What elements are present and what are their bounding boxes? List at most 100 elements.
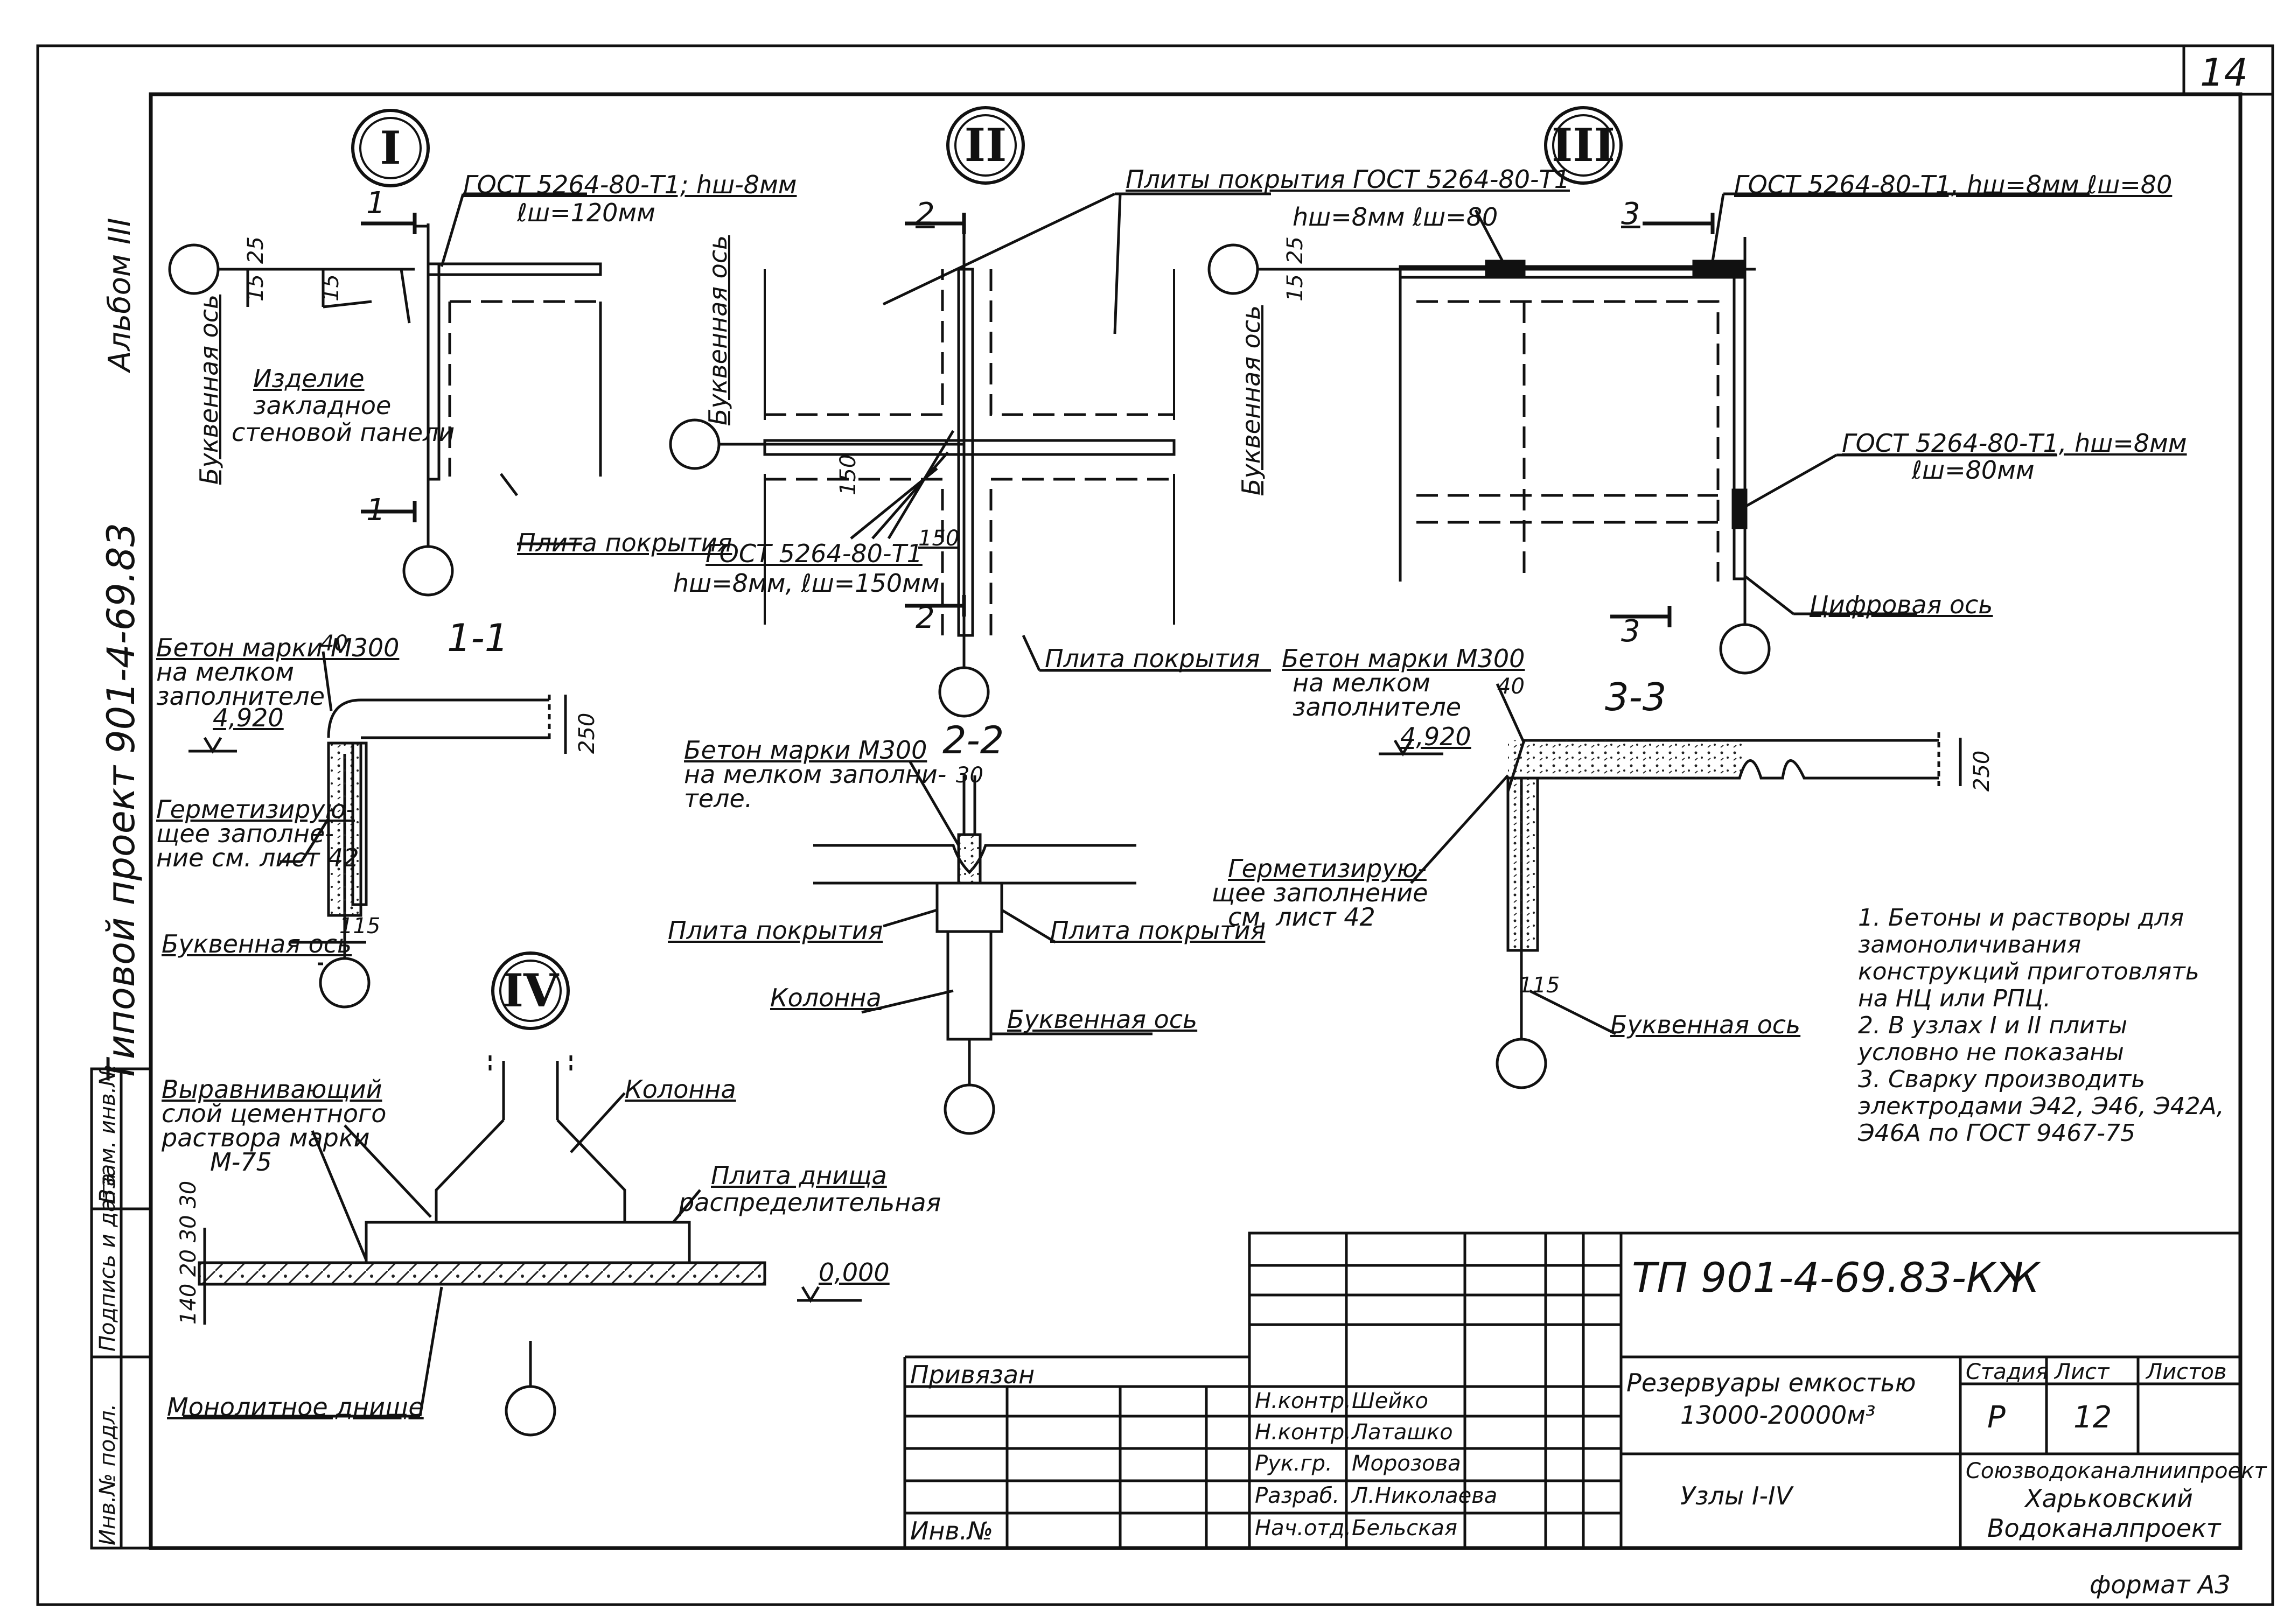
s1-germet-1: Герметизирую-: [156, 795, 355, 824]
n3-hsh-80: hш=8мм ℓш=80: [1293, 202, 1498, 232]
node-4-marker: IV: [502, 964, 559, 1017]
s2-beton: Бетон марки М300: [684, 736, 927, 765]
n2-plity-gost: Плиты покрытия ГОСТ 5264-80-Т1: [1126, 165, 1570, 194]
n1-plita: Плита покрытия: [517, 528, 732, 557]
side-stamp-replace: Взам. инв.№: [95, 1064, 120, 1203]
n4-raspred: распределительная: [679, 1188, 941, 1217]
section-1-1: [188, 651, 567, 1009]
s1-germet-2: щее заполне-: [156, 819, 334, 848]
s3-beton: Бетон марки М300: [1282, 644, 1525, 673]
s3-dim-115: 115: [1519, 973, 1560, 998]
node-3-plan: [1207, 106, 2090, 675]
tb-stage: Р: [1987, 1400, 2006, 1435]
tb-org-3: Водоканалпроект: [1987, 1514, 2221, 1543]
s3-elev: 4,920: [1400, 722, 1471, 751]
n2-cut-bottom: 2: [916, 600, 935, 635]
node-2-marker: II: [964, 118, 1007, 172]
album-label: Альбом III: [102, 218, 137, 372]
tb-inv: Инв.№: [910, 1516, 994, 1545]
inner-frame: [149, 92, 2243, 1550]
n3-cifrovaya-os: Цифровая ось: [1810, 590, 1993, 619]
section-1-1-title: 1-1: [447, 616, 509, 660]
n1-dim-15: 15: [243, 274, 268, 302]
n2-dim-150b: 150: [918, 526, 960, 551]
n3-gost-8mm: ГОСТ 5264-80-Т1, hш=8мм: [1842, 429, 2187, 458]
s3-germet-2: щее заполнение: [1212, 878, 1428, 907]
n4-dim-stack: 140 20 30 30: [176, 1180, 201, 1325]
n3-bukv-os: Буквенная ось: [1237, 305, 1266, 495]
s2-dim-30: 30: [956, 763, 983, 788]
node-4-section: [183, 951, 862, 1437]
section-2-2: [813, 761, 1153, 1135]
side-stamp-inv: Инв.№ подл.: [95, 1403, 120, 1545]
n4-vyravn-1: Выравнивающий: [162, 1075, 382, 1104]
tb-sheet-title: Узлы I-IV: [1680, 1481, 1793, 1510]
n1-cut-mark-top: 1: [366, 186, 386, 221]
outer-frame: [36, 44, 2274, 1606]
tb-name-4: Л.Николаева: [1352, 1483, 1498, 1508]
tb-name-5: Бельская: [1352, 1516, 1457, 1541]
s2-plita-left: Плита покрытия: [668, 916, 883, 945]
n3-lsh-80: ℓш=80мм: [1912, 456, 2035, 485]
tb-role-1: Н.контр.: [1255, 1389, 1351, 1413]
node-2-plan: [669, 106, 1271, 718]
section-3-3-title: 3-3: [1605, 675, 1667, 719]
n4-monolit: Монолитное днище: [167, 1392, 424, 1422]
tb-stage-h: Стадия: [1966, 1360, 2049, 1384]
s1-dim-40: 40: [320, 631, 348, 656]
n1-izdelie: Изделие: [253, 364, 365, 393]
tb-object-1: Резервуары емкостью: [1626, 1368, 1916, 1397]
node-3-marker: III: [1552, 118, 1615, 172]
sheet-format: формат А3: [2090, 1570, 2231, 1599]
n2-hsh-150: hш=8мм, ℓш=150мм: [673, 569, 940, 598]
n1-cut-mark-bottom: 1: [366, 493, 386, 528]
n1-zakladnoe: закладное: [253, 391, 392, 420]
node-1-marker: I: [380, 121, 401, 174]
s3-bukv-os: Буквенная ось: [1610, 1010, 1801, 1039]
n3-cut-bottom: 3: [1621, 614, 1640, 649]
s1-dim-115: 115: [339, 914, 381, 939]
n4-zero: 0,000: [819, 1258, 890, 1287]
n4-vyravn-4: М-75: [210, 1147, 272, 1177]
tb-name-1: Шейко: [1352, 1389, 1429, 1413]
n4-vyravn-2: слой цементного: [162, 1099, 387, 1128]
tb-name-2: Латашко: [1352, 1420, 1453, 1445]
s1-dim-250: 250: [575, 712, 599, 754]
s2-na-melkom: на мелком заполни-: [684, 760, 947, 789]
tb-list: 12: [2073, 1400, 2112, 1435]
n1-bukv-os: Буквенная ось: [194, 294, 223, 485]
tb-role-5: Нач.отд.: [1255, 1516, 1352, 1541]
s2-plita-right: Плита покрытия: [1050, 916, 1266, 945]
s2-bukv-os: Буквенная ось: [1007, 1005, 1198, 1034]
n2-gost-150: ГОСТ 5264-80-Т1: [706, 539, 923, 568]
general-notes: 1. Бетоны и растворы для замоноличивания…: [1858, 904, 2224, 1147]
s1-bukv-os: Буквенная ось: [162, 929, 352, 958]
s1-germet-3: ние см. лист 42: [156, 843, 359, 872]
tb-role-4: Разраб.: [1255, 1483, 1340, 1508]
s1-elev: 4,920: [213, 703, 284, 732]
n3-dim-15: 15: [1283, 274, 1308, 302]
s3-na-melkom: на мелком: [1293, 668, 1430, 697]
n3-gost-top: ГОСТ 5264-80-Т1, hш=8мм ℓш=80: [1734, 170, 2173, 199]
sheet-number-box: [2182, 44, 2274, 96]
node-1-plan: [168, 109, 602, 597]
tb-lists-h: Листов: [2146, 1360, 2227, 1384]
tb-list-h: Лист: [2055, 1360, 2110, 1384]
n4-vyravn-3: раствора марки: [162, 1123, 370, 1152]
s3-germet-1: Герметизирую-: [1228, 854, 1427, 883]
s1-na-melkom: на мелком: [156, 657, 294, 687]
n1-gost-label: ГОСТ 5264-80-Т1; hш-8мм: [463, 170, 797, 199]
tb-org-2: Харьковский: [2025, 1484, 2193, 1513]
tb-name-3: Морозова: [1352, 1451, 1461, 1476]
tb-object-2: 13000-20000м³: [1680, 1401, 1876, 1430]
project-side-label: Типовой проект 901-4-69.83: [99, 522, 143, 1082]
title-block-lines: [903, 1231, 2242, 1550]
tb-privyazan: Привязан: [910, 1360, 1035, 1389]
n3-cut-top: 3: [1621, 197, 1640, 232]
n1-stenovoi: стеновой панели: [232, 418, 455, 447]
s3-dim-250: 250: [1969, 750, 1994, 792]
tb-code: ТП 901-4-69.83-КЖ: [1632, 1254, 2039, 1301]
s2-kolonna: Колонна: [770, 983, 882, 1012]
